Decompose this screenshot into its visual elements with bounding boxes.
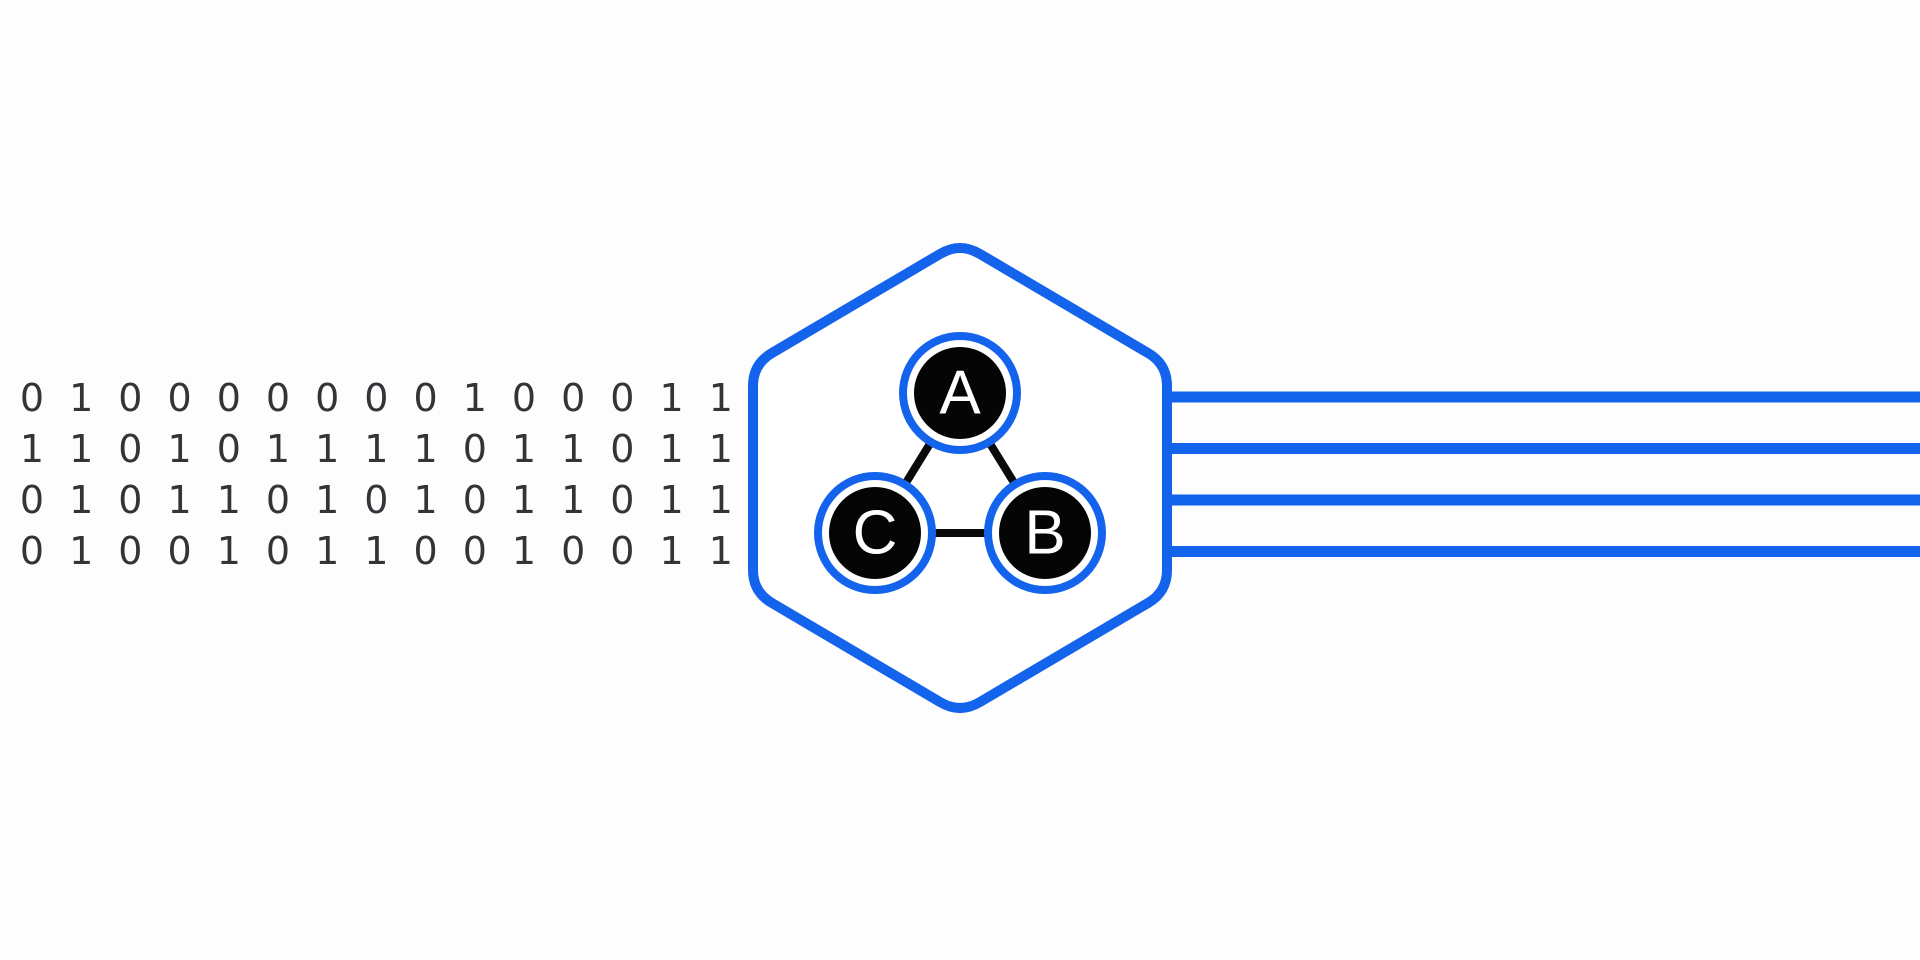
binary-input-grid: 010000000100011 110101111011011 0101101010… bbox=[20, 376, 733, 573]
binary-row: 010010110010011 bbox=[20, 529, 733, 573]
binary-row: 010110101011011 bbox=[20, 478, 733, 522]
binary-row: 010000000100011 bbox=[20, 376, 733, 420]
output-lines bbox=[1160, 391, 1920, 557]
node-label-c: C bbox=[853, 499, 898, 568]
node-label-a: A bbox=[939, 359, 981, 428]
graph-node-a: A bbox=[899, 332, 1021, 454]
graph-node-c: C bbox=[814, 472, 936, 594]
graph-node-b: B bbox=[984, 472, 1106, 594]
binary-row: 110101111011011 bbox=[20, 427, 733, 471]
processor-hexagon bbox=[748, 243, 1172, 713]
node-label-b: B bbox=[1024, 499, 1065, 568]
